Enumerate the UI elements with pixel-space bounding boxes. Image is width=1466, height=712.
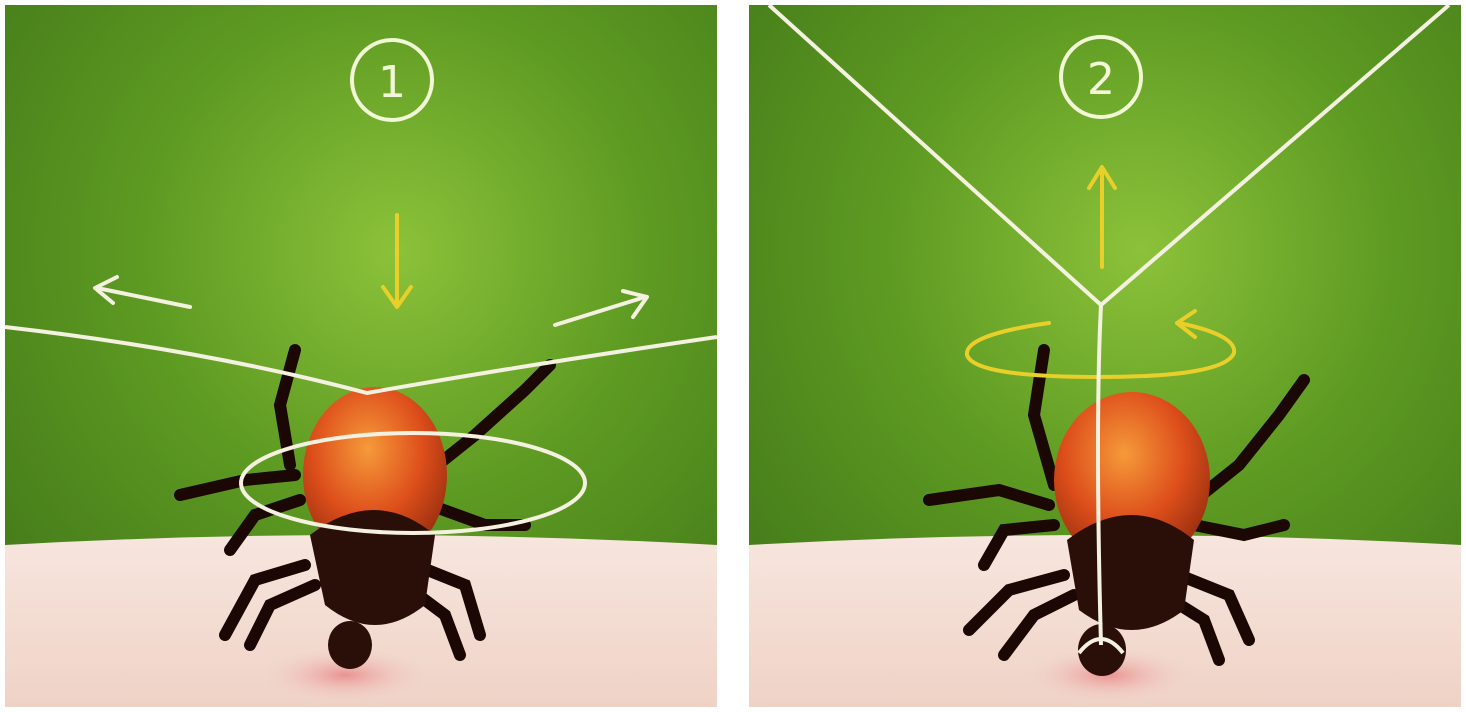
step-1-panel: 1 <box>5 5 717 707</box>
tick-head <box>328 621 372 669</box>
tick-scutum <box>1067 515 1194 630</box>
step-2-panel: 2 <box>749 5 1461 707</box>
step-number-text: 2 <box>1087 54 1115 105</box>
step-number-text: 1 <box>378 57 406 108</box>
